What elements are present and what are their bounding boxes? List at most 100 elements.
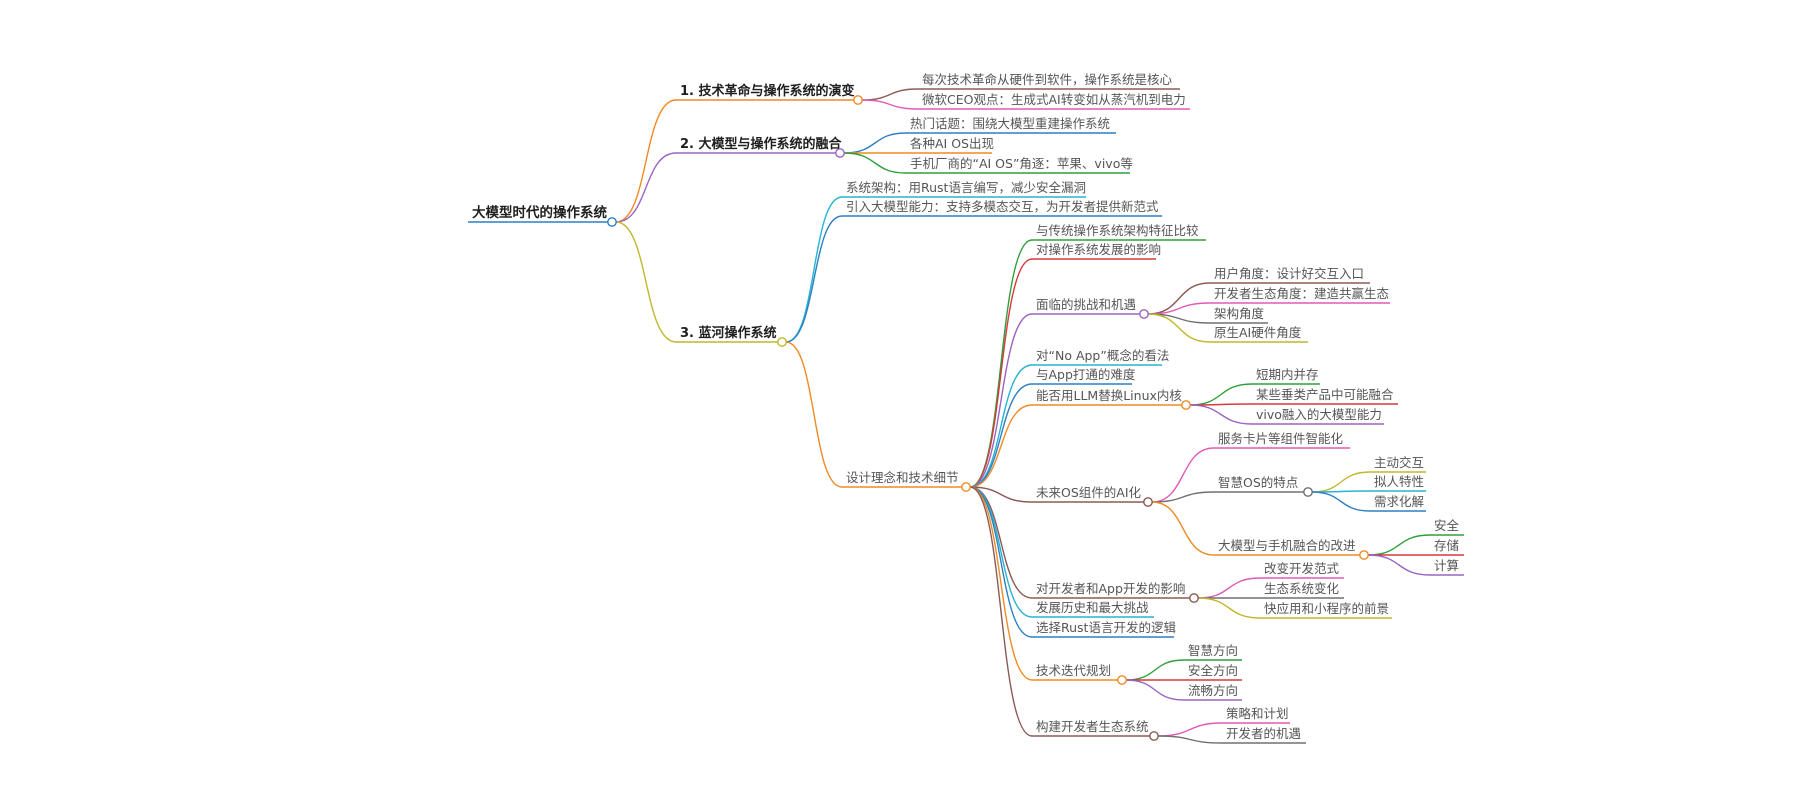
- node-label: 技术迭代规划: [1036, 663, 1111, 678]
- mindmap-node[interactable]: 对操作系统发展的影响: [1032, 242, 1161, 260]
- collapse-toggle-icon[interactable]: [961, 482, 971, 492]
- mindmap-node[interactable]: 设计理念和技术细节: [842, 470, 971, 492]
- collapse-toggle-icon[interactable]: [1149, 731, 1159, 741]
- mindmap-node[interactable]: 安全方向: [1184, 663, 1242, 681]
- connector-line: [1197, 577, 1261, 599]
- connector-line: [1367, 554, 1431, 576]
- connector-line: [1311, 471, 1371, 493]
- mindmap-node[interactable]: 生态系统变化: [1260, 581, 1344, 599]
- mindmap-node[interactable]: 对开发者和App开发的影响: [1032, 581, 1199, 603]
- mindmap-node[interactable]: 存储: [1430, 538, 1464, 556]
- collapse-toggle-icon[interactable]: [853, 95, 863, 105]
- node-label: 面临的挑战和机遇: [1036, 297, 1136, 312]
- mindmap-node[interactable]: 短期内并存: [1252, 367, 1320, 385]
- node-label: 对操作系统发展的影响: [1036, 242, 1161, 257]
- connector-line: [1151, 491, 1215, 503]
- connector-line: [969, 258, 1033, 488]
- collapse-toggle-icon[interactable]: [1117, 675, 1127, 685]
- collapse-toggle-icon[interactable]: [835, 148, 845, 158]
- mindmap-node[interactable]: 选择Rust语言开发的逻辑: [1032, 620, 1176, 638]
- node-label: 改变开发范式: [1264, 561, 1340, 576]
- node-label: 构建开发者生态系统: [1036, 719, 1149, 734]
- mindmap-node[interactable]: 开发者生态角度：建造共赢生态: [1210, 286, 1390, 304]
- mindmap-node[interactable]: 主动交互: [1370, 455, 1426, 473]
- connector-line: [1189, 404, 1253, 425]
- node-label: 快应用和小程序的前景: [1264, 601, 1389, 616]
- node-label: 安全方向: [1188, 663, 1238, 678]
- mindmap-node[interactable]: 智慧OS的特点: [1214, 475, 1313, 497]
- mindmap-node[interactable]: 大模型时代的操作系统: [468, 204, 617, 227]
- node-label: 大模型时代的操作系统: [472, 204, 607, 221]
- node-label: 各种AI OS出现: [910, 136, 994, 151]
- mindmap-node[interactable]: 与App打通的难度: [1032, 367, 1136, 385]
- node-label: 智慧方向: [1188, 643, 1238, 658]
- mindmap-node[interactable]: 智慧方向: [1184, 643, 1242, 661]
- node-label: 生态系统变化: [1264, 581, 1340, 596]
- mindmap-node[interactable]: 微软CEO观点：生成式AI转变如从蒸汽机到电力: [918, 92, 1190, 110]
- mindmap-node[interactable]: 各种AI OS出现: [906, 136, 994, 154]
- collapse-toggle-icon[interactable]: [607, 217, 617, 227]
- collapse-toggle-icon[interactable]: [1139, 309, 1149, 319]
- connector-line: [1197, 597, 1261, 619]
- node-label: 每次技术革命从硬件到软件，操作系统是核心: [922, 72, 1173, 87]
- mindmap-node[interactable]: 系统架构：用Rust语言编写，减少安全漏洞: [842, 180, 1086, 198]
- mindmap-node[interactable]: 用户角度：设计好交互入口: [1210, 266, 1370, 284]
- collapse-toggle-icon[interactable]: [1181, 400, 1191, 410]
- node-label: 对“No App”概念的看法: [1036, 348, 1169, 363]
- mindmap-node[interactable]: 未来OS组件的AI化: [1032, 485, 1153, 507]
- node-label: 大模型与手机融合的改进: [1218, 538, 1356, 553]
- node-label: 主动交互: [1374, 455, 1424, 470]
- mindmap-node[interactable]: 引入大模型能力：支持多模态交互，为开发者提供新范式: [842, 199, 1162, 217]
- mindmap-node[interactable]: 面临的挑战和机遇: [1032, 297, 1149, 319]
- mindmap-node[interactable]: 发展历史和最大挑战: [1032, 600, 1154, 618]
- connector-line: [1311, 491, 1371, 512]
- mindmap-node[interactable]: 1. 技术革命与操作系统的演变: [676, 83, 863, 105]
- connector-line: [1125, 679, 1185, 701]
- connector-line: [785, 215, 843, 343]
- mindmap-node[interactable]: 热门话题：围绕大模型重建操作系统: [906, 116, 1116, 134]
- collapse-toggle-icon[interactable]: [1303, 487, 1313, 497]
- mindmap-node[interactable]: 大模型与手机融合的改进: [1214, 538, 1369, 560]
- mindmap-node[interactable]: 拟人特性: [1370, 474, 1426, 492]
- mindmap-node[interactable]: 每次技术革命从硬件到软件，操作系统是核心: [918, 72, 1180, 90]
- connector-line: [615, 99, 677, 223]
- node-label: 对开发者和App开发的影响: [1036, 581, 1185, 596]
- connector-line: [1157, 722, 1223, 737]
- mindmap-node[interactable]: 策略和计划: [1222, 706, 1290, 724]
- mindmap-node[interactable]: 开发者的机遇: [1222, 726, 1306, 744]
- mindmap-node[interactable]: 服务卡片等组件智能化: [1214, 431, 1350, 449]
- mindmap-node[interactable]: 安全: [1430, 518, 1464, 536]
- mindmap-node[interactable]: 计算: [1430, 558, 1464, 576]
- connector-line: [969, 364, 1033, 488]
- mindmap-node[interactable]: 某些垂类产品中可能融合: [1252, 387, 1398, 405]
- mindmap-nodes: 大模型时代的操作系统 1. 技术革命与操作系统的演变 每次技术革命从硬件到软件，操作…: [468, 72, 1464, 744]
- mindmap-node[interactable]: 原生AI硬件角度: [1210, 325, 1308, 343]
- mindmap-node[interactable]: 对“No App”概念的看法: [1032, 348, 1169, 366]
- connector-line: [1147, 313, 1211, 343]
- node-label: 发展历史和最大挑战: [1036, 600, 1149, 615]
- connector-line: [1147, 282, 1211, 315]
- connector-line: [969, 486, 1033, 737]
- mindmap-node[interactable]: 能否用LLM替换Linux内核: [1032, 388, 1191, 410]
- mindmap-node[interactable]: 手机厂商的“AI OS”角逐：苹果、vivo等: [906, 156, 1133, 174]
- mindmap-node[interactable]: 与传统操作系统架构特征比较: [1032, 223, 1206, 241]
- node-label: 引入大模型能力：支持多模态交互，为开发者提供新范式: [846, 199, 1159, 214]
- node-label: 架构角度: [1214, 306, 1265, 321]
- connector-line: [969, 486, 1033, 681]
- collapse-toggle-icon[interactable]: [1189, 593, 1199, 603]
- mindmap-node[interactable]: 需求化解: [1370, 494, 1426, 512]
- node-label: 短期内并存: [1256, 367, 1319, 382]
- mindmap-node[interactable]: 3. 蓝河操作系统: [676, 325, 787, 347]
- mindmap-node[interactable]: 技术迭代规划: [1032, 663, 1127, 685]
- collapse-toggle-icon[interactable]: [1143, 497, 1153, 507]
- mindmap-node[interactable]: 改变开发范式: [1260, 561, 1344, 579]
- mindmap-node[interactable]: 2. 大模型与操作系统的融合: [676, 136, 845, 158]
- mindmap-node[interactable]: 快应用和小程序的前景: [1260, 601, 1392, 619]
- mindmap-node[interactable]: 流畅方向: [1184, 683, 1242, 701]
- mindmap-node[interactable]: 构建开发者生态系统: [1032, 719, 1159, 741]
- mindmap-node[interactable]: 架构角度: [1210, 306, 1268, 324]
- mindmap-node[interactable]: vivo融入的大模型能力: [1252, 407, 1384, 425]
- collapse-toggle-icon[interactable]: [1359, 550, 1369, 560]
- connector-line: [969, 383, 1033, 488]
- collapse-toggle-icon[interactable]: [777, 337, 787, 347]
